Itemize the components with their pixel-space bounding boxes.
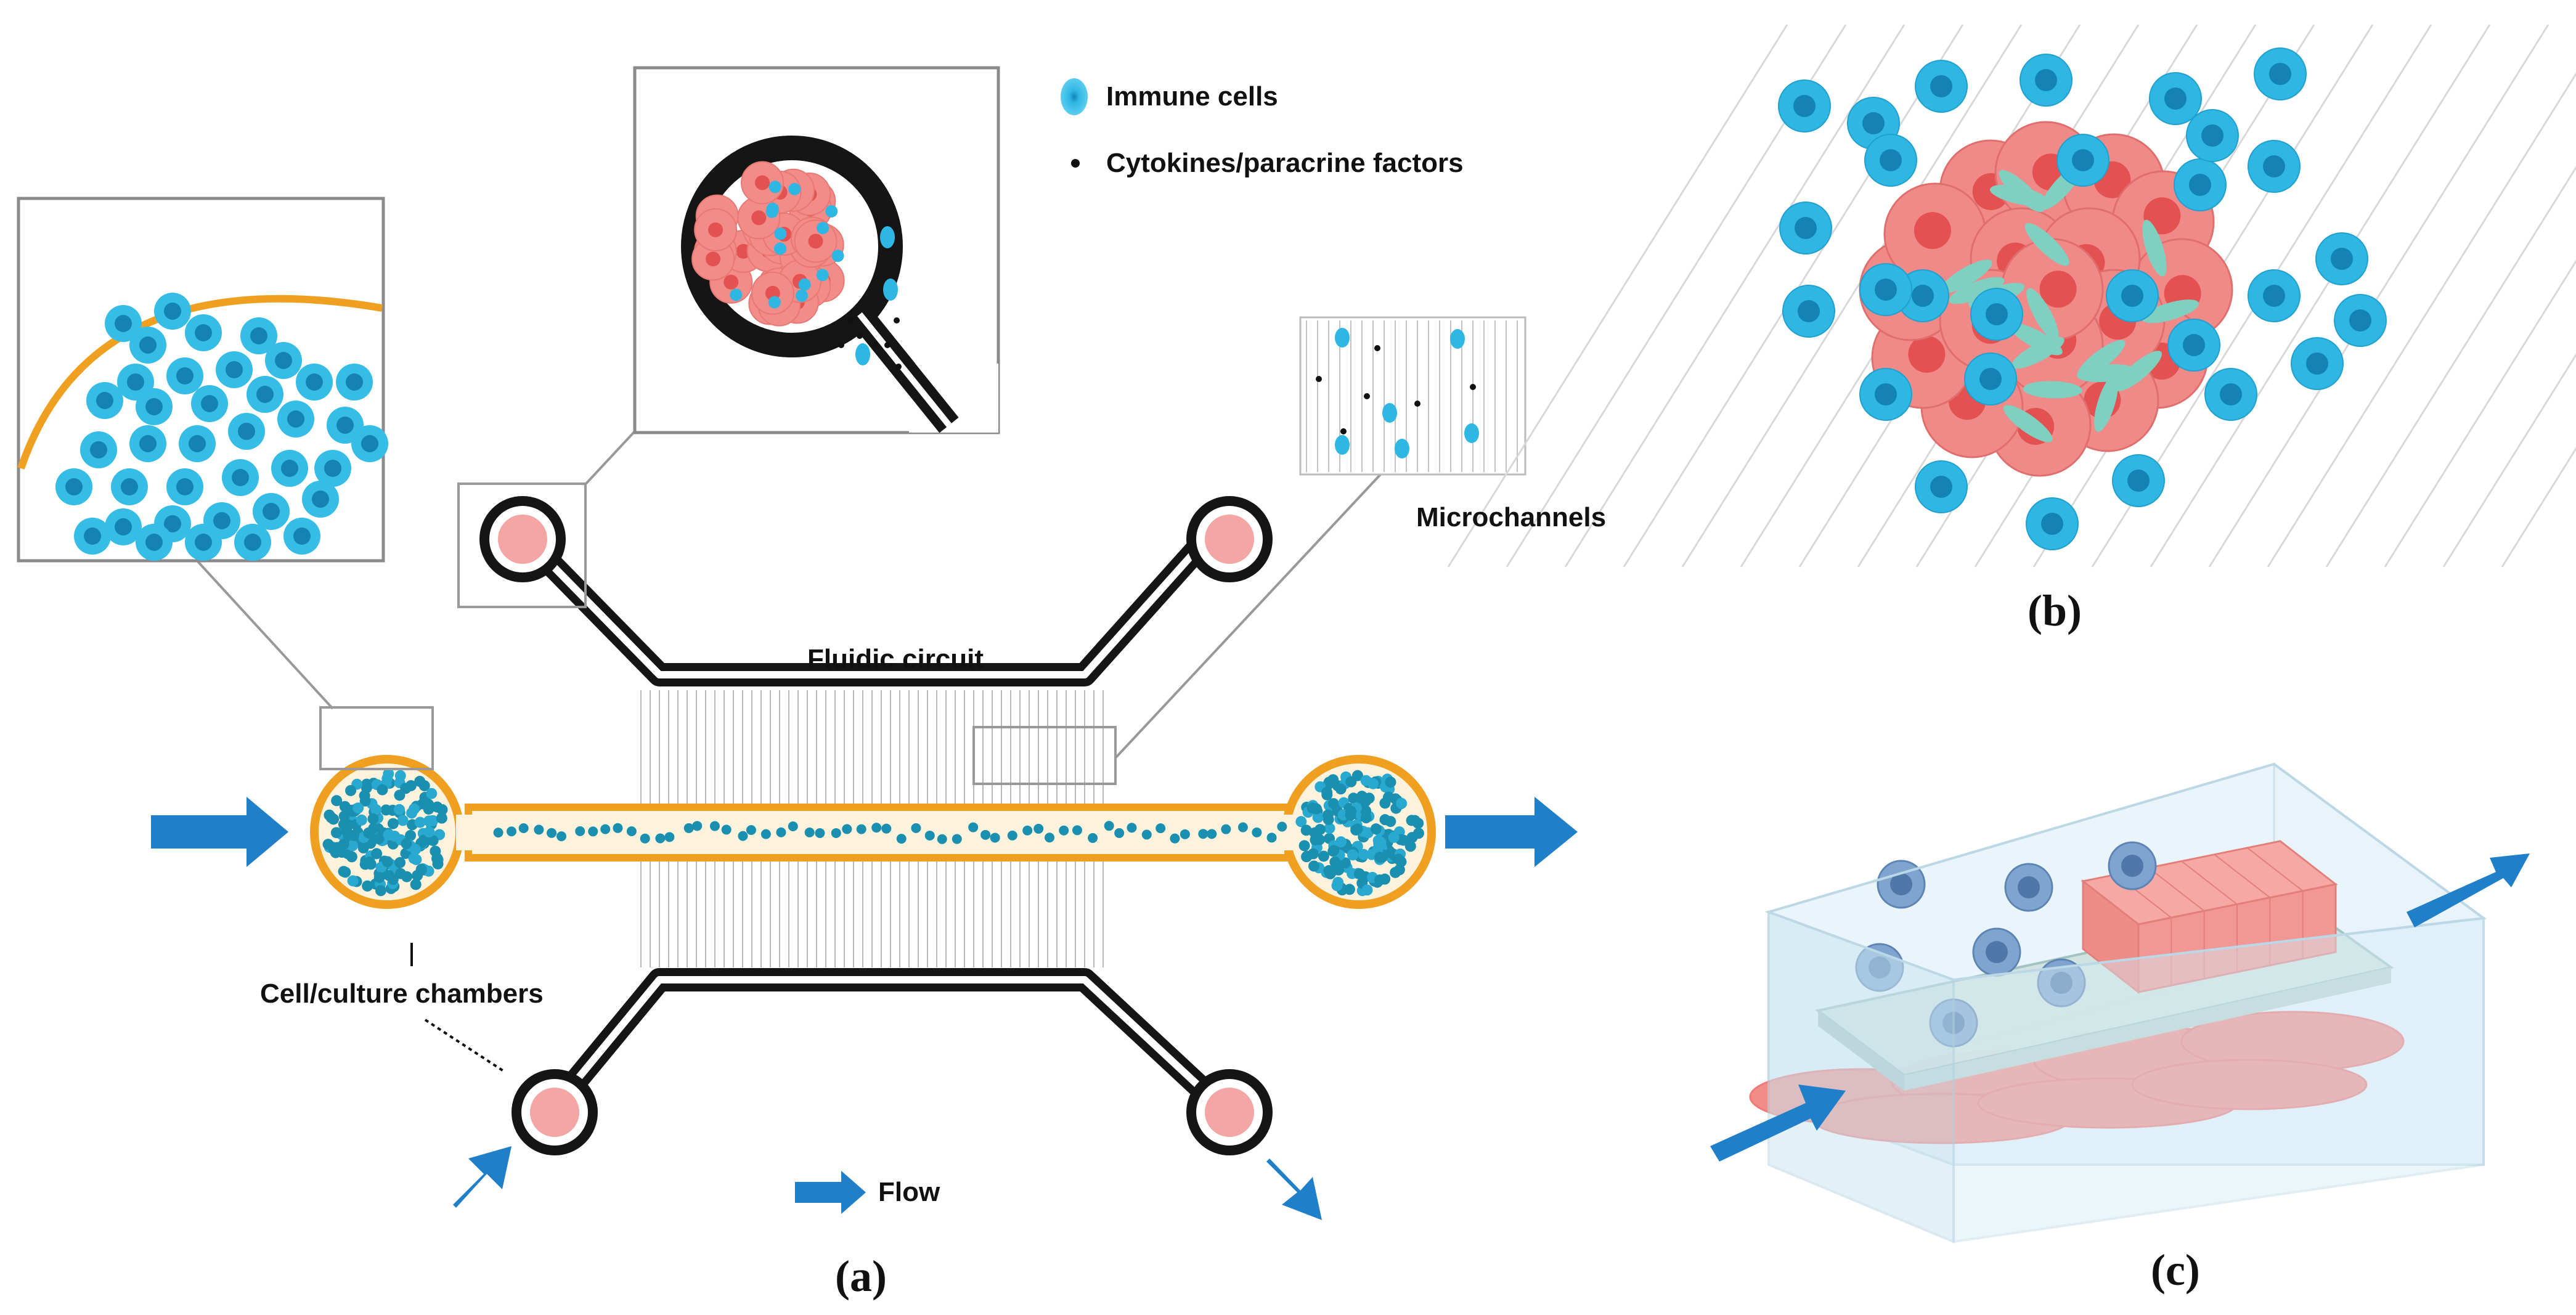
zoom-box-circuit: [457, 482, 587, 608]
panel-a: [17, 66, 1578, 1220]
epithelial-cell-block: [2081, 840, 2338, 995]
inset-spheroid: [633, 66, 1000, 434]
cytokine-dot-icon: [1071, 159, 1080, 168]
zoom-box-chamber: [319, 706, 434, 770]
zoom-box-microchannel: [972, 726, 1117, 785]
panel-c-outlet-arrow-icon: [2407, 853, 2530, 927]
cytokine-dots: [1316, 345, 1476, 434]
flow-arrows: [151, 797, 1578, 1220]
legend-cytokines-label: Cytokines/paracrine factors: [1106, 148, 1464, 178]
fluidic-circuit-label: Fluidic circuit: [807, 644, 984, 674]
channel-immune-cells: [493, 821, 1287, 844]
panel-b-label: (b): [2028, 586, 2082, 635]
flow-label: Flow: [878, 1177, 940, 1207]
microchannel-immune-cells: [1335, 328, 1479, 458]
bottom-outlet-arrow-icon: [1266, 1158, 1322, 1220]
inset-microchannels: [1299, 316, 1526, 476]
right-chamber-cells: [1295, 770, 1424, 897]
panel-c-inlet-arrow-icon: [1710, 1085, 1846, 1162]
immune-cell-icon: [1061, 78, 1088, 115]
panel-b: [1447, 24, 2576, 568]
inset-chamber: [17, 197, 388, 563]
microchannels-label: Microchannels: [1416, 502, 1607, 532]
arrow-right-icon: [795, 1171, 866, 1214]
outlet-arrow-icon: [1445, 797, 1578, 867]
cell-culture-channel: [310, 755, 1436, 909]
panel-c: [1710, 762, 2530, 1244]
top-fluidic-circuit: [479, 496, 1273, 686]
bottom-fluidic-circuit: [512, 968, 1273, 1155]
inlet-arrow-icon: [151, 797, 288, 867]
legend: [1061, 78, 1088, 168]
panel-c-label: (c): [2151, 1245, 2200, 1295]
surrounding-immune-cells: [1778, 47, 2387, 550]
left-chamber-cells: [322, 768, 448, 897]
bottom-inlet-arrow-icon: [453, 1146, 512, 1208]
panel-a-label: (a): [835, 1252, 887, 1301]
legend-immune-label: Immune cells: [1106, 81, 1278, 112]
cell-chambers-label: Cell/culture chambers: [260, 979, 544, 1009]
